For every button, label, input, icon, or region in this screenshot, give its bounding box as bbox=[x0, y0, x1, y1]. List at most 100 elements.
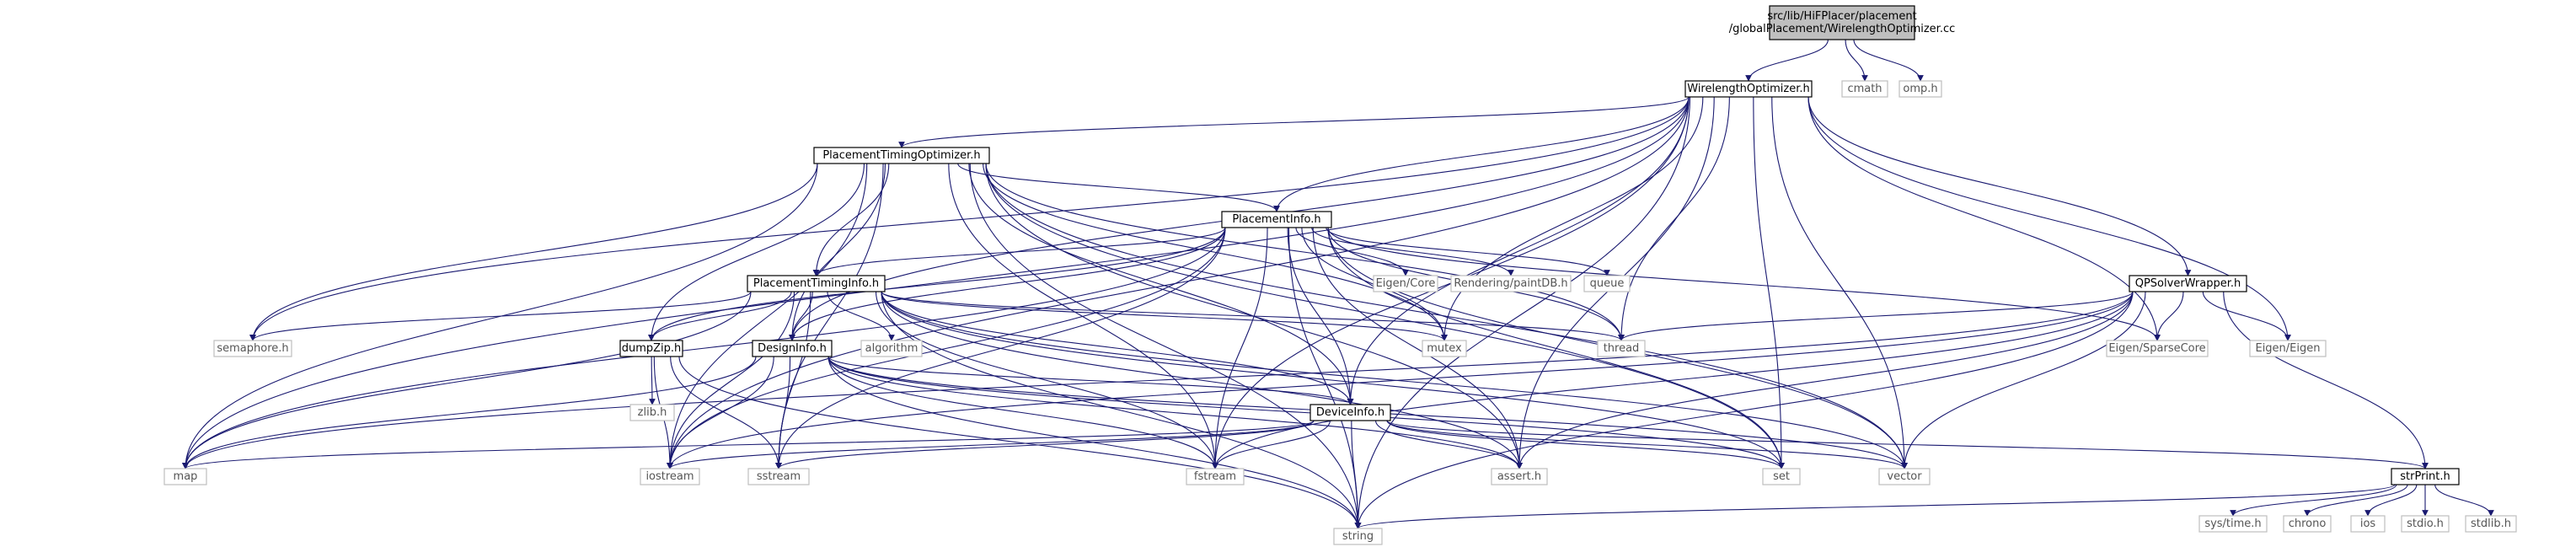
node-mutex: mutex bbox=[1422, 340, 1467, 357]
node-paintdb: Rendering/paintDB.h bbox=[1450, 275, 1572, 292]
edge-pti-to-map bbox=[182, 291, 752, 469]
edge-wlo-to-pi bbox=[1273, 96, 1690, 212]
edge-pti-to-string bbox=[881, 291, 1362, 529]
edge-deviceinfo-to-vector bbox=[1386, 420, 1908, 469]
edge-pto-to-dumpzip bbox=[648, 163, 865, 341]
node-box-algorithm bbox=[860, 340, 923, 357]
node-box-queue bbox=[1583, 275, 1631, 292]
node-box-omp bbox=[1899, 80, 1942, 98]
edge-strprint-to-stdlib bbox=[2434, 484, 2494, 517]
node-pi[interactable]: PlacementInfo.h bbox=[1221, 211, 1332, 228]
edge-pi-to-deviceinfo bbox=[1287, 227, 1354, 405]
edge-pi-to-iostream bbox=[667, 227, 1226, 469]
edge-pi-to-designinfo bbox=[789, 227, 1226, 341]
node-sstream: sstream bbox=[747, 468, 810, 485]
edge-qps-to-string bbox=[1354, 291, 2134, 529]
edge-pi-to-paintdb bbox=[1311, 227, 1514, 276]
node-box-assert bbox=[1491, 468, 1548, 485]
node-box-pi bbox=[1221, 211, 1332, 228]
node-root[interactable]: src/lib/HiFPlacer/placement/globalPlacem… bbox=[1729, 5, 1956, 40]
edge-wlo-to-vector bbox=[1771, 96, 1908, 469]
edge-designinfo-to-sstream bbox=[775, 356, 791, 469]
node-label-qps: QPSolverWrapper.h bbox=[2135, 277, 2241, 290]
node-dumpzip[interactable]: dumpZip.h bbox=[619, 340, 683, 357]
edge-wlo-to-eigeneigen bbox=[1807, 96, 2291, 341]
node-stdlib: stdlib.h bbox=[2465, 515, 2517, 533]
edge-strprint-to-chrono bbox=[2304, 484, 2408, 517]
edge-qps-to-vector bbox=[1901, 291, 2146, 469]
edge-pto-to-thread bbox=[985, 163, 1625, 341]
node-box-dumpzip bbox=[619, 340, 683, 357]
edge-pto-to-set bbox=[985, 163, 1785, 469]
edge-designinfo-to-fstream bbox=[827, 356, 1218, 469]
edge-deviceinfo-to-string bbox=[1351, 420, 1362, 529]
edge-pto-to-iostream bbox=[667, 163, 868, 469]
node-label-strprint: strPrint.h bbox=[2400, 470, 2450, 483]
edge-pti-to-designinfo bbox=[789, 291, 813, 341]
edge-pti-to-mutex bbox=[881, 291, 1448, 341]
node-iostream: iostream bbox=[640, 468, 700, 485]
edge-qps-to-map bbox=[182, 291, 2134, 469]
node-qps[interactable]: QPSolverWrapper.h bbox=[2129, 275, 2247, 292]
edge-designinfo-to-assert bbox=[827, 356, 1523, 469]
edge-wlo-to-string bbox=[1354, 96, 1691, 529]
node-box-root bbox=[1769, 5, 1915, 40]
node-label-eigensparse: Eigen/SparseCore bbox=[2108, 342, 2205, 355]
edge-deviceinfo-to-set bbox=[1386, 420, 1785, 469]
edge-root-to-omp bbox=[1853, 39, 1924, 82]
node-box-mutex bbox=[1422, 340, 1467, 357]
node-box-eigeneigen bbox=[2249, 340, 2327, 357]
node-label-iostream: iostream bbox=[645, 470, 694, 483]
edge-pi-to-fstream bbox=[1212, 227, 1268, 469]
node-box-iostream bbox=[640, 468, 700, 485]
node-strprint[interactable]: strPrint.h bbox=[2391, 468, 2460, 485]
node-box-vector bbox=[1878, 468, 1931, 485]
node-label-ios: ios bbox=[2360, 518, 2376, 530]
node-wlo[interactable]: WirelengthOptimizer.h bbox=[1684, 80, 1813, 98]
node-cmath: cmath bbox=[1841, 80, 1888, 98]
node-omp: omp.h bbox=[1899, 80, 1942, 98]
edge-pto-to-fstream bbox=[948, 163, 1218, 469]
edge-dumpzip-to-string bbox=[678, 356, 1362, 529]
node-box-strprint bbox=[2391, 468, 2460, 485]
node-box-eigencore bbox=[1373, 275, 1438, 292]
edge-pti-to-iostream bbox=[667, 291, 795, 469]
node-label-dumpzip: dumpZip.h bbox=[622, 342, 682, 355]
edge-qps-to-eigensparse bbox=[2154, 291, 2184, 341]
edge-wlo-to-deviceinfo bbox=[1347, 96, 1690, 405]
node-box-map bbox=[163, 468, 207, 485]
edge-deviceinfo-to-iostream bbox=[667, 420, 1315, 469]
node-chrono: chrono bbox=[2283, 515, 2332, 533]
node-box-designinfo bbox=[752, 340, 833, 357]
edge-qps-to-fstream bbox=[1212, 291, 2134, 469]
edge-root-to-wlo bbox=[1745, 39, 1829, 82]
node-box-qps bbox=[2129, 275, 2247, 292]
edge-wlo-to-mutex bbox=[1441, 96, 1704, 341]
edge-pto-to-designinfo bbox=[789, 163, 886, 341]
node-label-systime: sys/time.h bbox=[2204, 518, 2261, 530]
node-zlib: zlib.h bbox=[629, 404, 675, 421]
edge-pto-to-pti bbox=[812, 163, 890, 276]
edge-pto-to-vector bbox=[985, 163, 1908, 469]
node-box-wlo bbox=[1684, 80, 1813, 98]
node-algorithm: algorithm bbox=[860, 340, 923, 357]
node-label-map: map bbox=[174, 470, 198, 483]
edge-pto-to-semaphore bbox=[249, 163, 818, 341]
node-semaphore: semaphore.h bbox=[213, 340, 292, 357]
edge-designinfo-to-set bbox=[827, 356, 1785, 469]
node-eigensparse: Eigen/SparseCore bbox=[2106, 340, 2209, 357]
node-pti[interactable]: PlacementTimingInfo.h bbox=[747, 275, 886, 292]
edge-wlo-to-pto bbox=[898, 96, 1690, 148]
node-box-semaphore bbox=[213, 340, 292, 357]
node-pto[interactable]: PlacementTimingOptimizer.h bbox=[813, 147, 990, 164]
edge-pi-to-string bbox=[1288, 227, 1362, 529]
node-ios: ios bbox=[2350, 515, 2386, 533]
edge-pti-to-deviceinfo bbox=[881, 291, 1354, 405]
edge-strprint-to-ios bbox=[2364, 484, 2418, 517]
edge-pto-to-sstream bbox=[775, 163, 884, 469]
node-label-pti: PlacementTimingInfo.h bbox=[753, 277, 879, 290]
node-deviceinfo[interactable]: DeviceInfo.h bbox=[1309, 404, 1391, 421]
node-designinfo[interactable]: DesignInfo.h bbox=[752, 340, 833, 357]
edge-pti-to-vector bbox=[881, 291, 1908, 469]
